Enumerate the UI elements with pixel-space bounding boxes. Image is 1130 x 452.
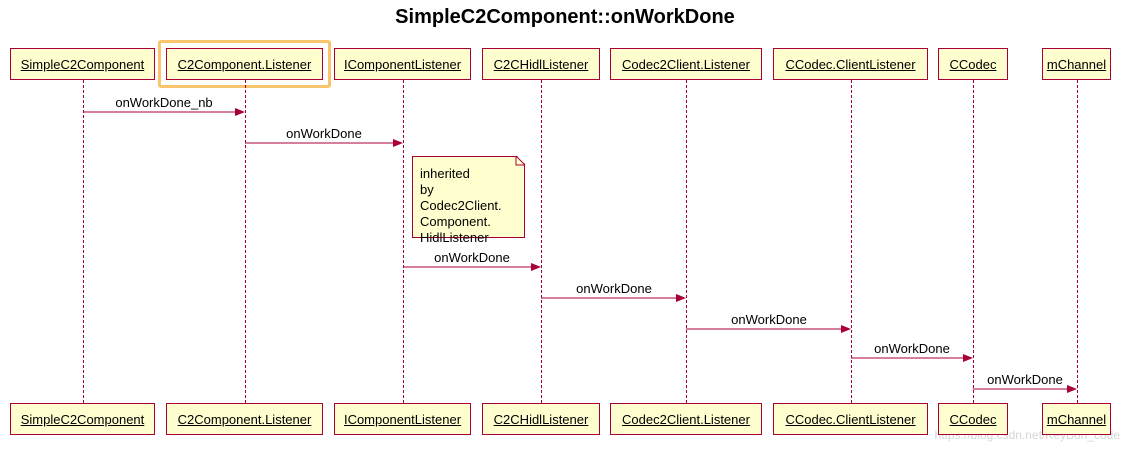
arrowhead [393,139,403,147]
lifeline [851,80,852,403]
message-label: onWorkDone [434,250,510,265]
message-label: onWorkDone [576,281,652,296]
message-label: onWorkDone [286,126,362,141]
message-label: onWorkDone [874,341,950,356]
participant-box-bottom: CCodec [938,403,1008,435]
participant-box-bottom: CCodec.ClientListener [773,403,928,435]
participant-box-top: C2Component.Listener [166,48,323,80]
note-corner-cut [516,155,526,165]
arrowhead [235,108,245,116]
note-fold-line [515,156,525,166]
arrowhead [1067,385,1077,393]
participant-box-bottom: Codec2Client.Listener [610,403,762,435]
participant-box-top: CCodec.ClientListener [773,48,928,80]
participant-highlight [158,40,331,88]
lifeline [1077,80,1078,403]
participant-box-bottom: C2CHidlListener [482,403,600,435]
participant-box-bottom: IComponentListener [334,403,471,435]
note-line: HidlListener [420,230,489,245]
arrowhead [676,294,686,302]
lifeline [83,80,84,403]
participant-box-bottom: mChannel [1042,403,1111,435]
lifeline [403,80,404,403]
arrowhead [531,263,541,271]
participant-box-bottom: C2Component.Listener [166,403,323,435]
diagram-title: SimpleC2Component::onWorkDone [395,6,735,28]
lifeline [686,80,687,403]
note-fold [516,157,524,165]
participant-box-top: IComponentListener [334,48,471,80]
participant-box-top: Codec2Client.Listener [610,48,762,80]
lifeline [973,80,974,403]
arrowhead [841,325,851,333]
note: inherited by Codec2Client. Component. Hi… [412,156,525,245]
message-label: onWorkDone [731,312,807,327]
note-line: inherited [420,166,470,181]
participant-box-top: C2CHidlListener [482,48,600,80]
arrowhead [963,354,973,362]
note-corner-edge [515,155,526,166]
lifeline [541,80,542,403]
message-label: onWorkDone_nb [115,95,213,110]
participant-box-top: mChannel [1042,48,1111,80]
note-line: Component. [420,214,491,229]
lifeline [245,80,246,403]
participant-box-top: SimpleC2Component [10,48,155,80]
participant-box-bottom: SimpleC2Component [10,403,155,435]
message-label: onWorkDone [987,372,1063,387]
note-line: by Codec2Client. [420,182,502,213]
participant-box-top: CCodec [938,48,1008,80]
